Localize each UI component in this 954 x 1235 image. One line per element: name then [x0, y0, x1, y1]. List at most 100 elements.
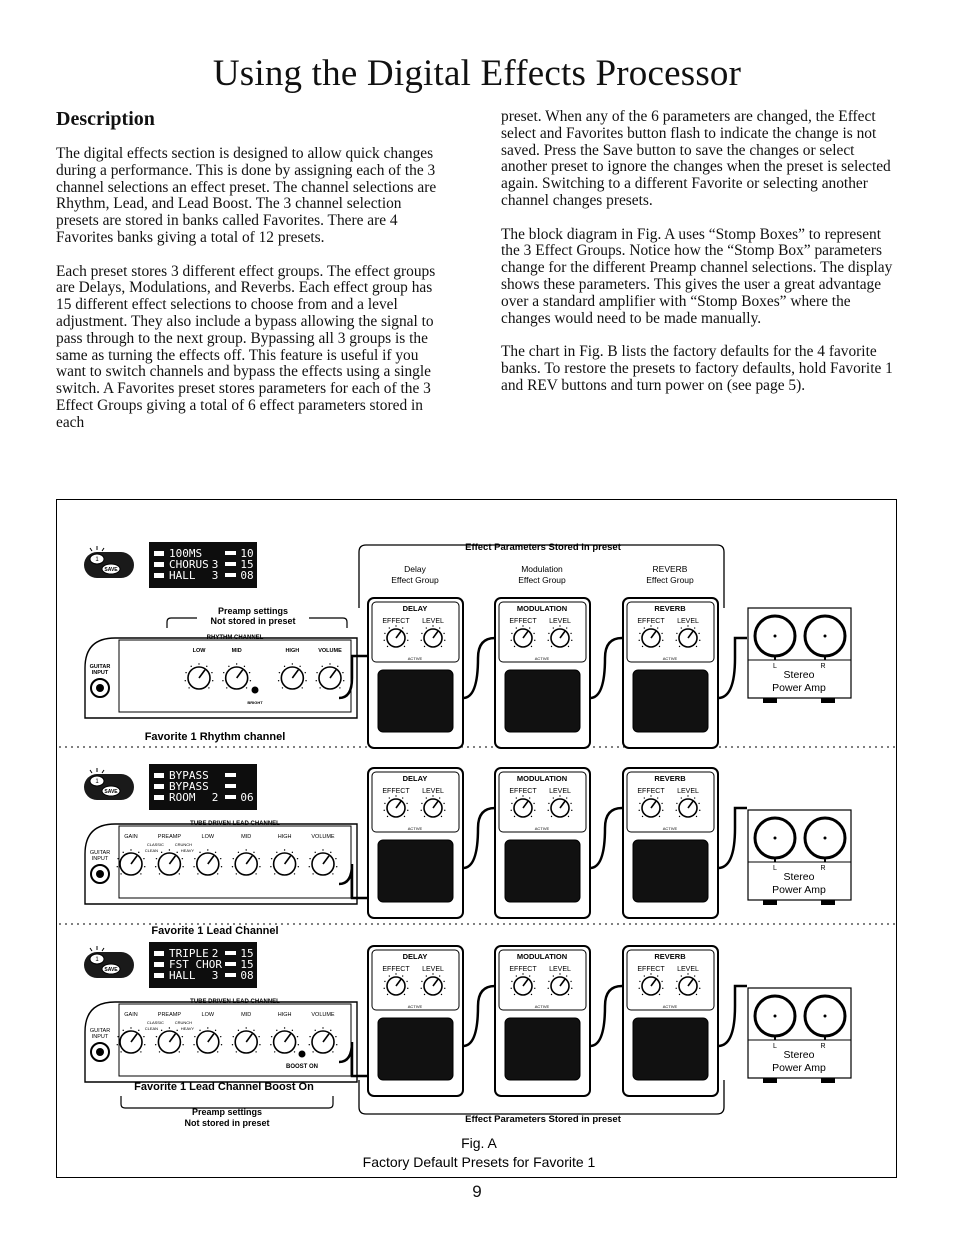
- knob-tick: [258, 1035, 260, 1038]
- knob-tick: [395, 795, 397, 797]
- knob-tick: [235, 663, 238, 665]
- preamp-body: [84, 1001, 358, 1083]
- pedal-title: DELAY: [403, 604, 428, 613]
- knob-tick: [406, 980, 408, 983]
- knob-tick: [231, 1044, 234, 1046]
- knob-tick: [680, 627, 683, 629]
- knob-tick: [291, 1029, 294, 1032]
- lcd-effect-number: 3: [212, 558, 219, 571]
- knob-pointer: [283, 1033, 292, 1043]
- row-label: Favorite 1 Lead Channel Boost On: [134, 1081, 314, 1093]
- knob-tick: [687, 795, 689, 797]
- knob-tick: [184, 680, 186, 682]
- knob-label: HIGH: [278, 1012, 292, 1018]
- knob-tick: [322, 1027, 324, 1029]
- knob-tick: [530, 645, 533, 648]
- active-label: ACTIVE: [535, 1004, 550, 1009]
- knob-tick: [383, 987, 385, 990]
- footswitch: [632, 839, 709, 903]
- knob-tick: [565, 975, 568, 977]
- save-button: [101, 963, 121, 975]
- knob-tick: [339, 687, 341, 689]
- lcd-effect-name: CHORUS: [169, 558, 209, 571]
- knob-tick: [571, 639, 573, 642]
- knob-tick: [245, 849, 247, 851]
- knob-tick: [144, 866, 146, 868]
- knob-pointer: [245, 855, 253, 865]
- knob-tick: [547, 809, 549, 812]
- amp-foot: [821, 1078, 835, 1083]
- knob-tick: [559, 795, 561, 797]
- knob-tick: [335, 857, 337, 860]
- knob-pointer: [687, 800, 694, 809]
- pedal-title: REVERB: [654, 952, 686, 961]
- knob-tick: [255, 873, 257, 875]
- knob-tick: [552, 975, 555, 977]
- footswitch: [632, 669, 709, 733]
- knob-tick: [510, 809, 512, 812]
- knob-pointer: [291, 669, 300, 679]
- knob-label: EFFECT: [509, 966, 537, 973]
- group-label: Effect Group: [391, 575, 439, 585]
- knob-label: VOLUME: [311, 1012, 335, 1018]
- knob-tick: [658, 645, 661, 648]
- bottom-bracket: [358, 1080, 725, 1115]
- knob-pointer: [432, 630, 439, 639]
- lcd-level-bar: [225, 562, 236, 566]
- footswitch: [377, 669, 454, 733]
- figure-caption: Fig. A: [461, 1135, 497, 1151]
- amp-right-label: R: [820, 1043, 825, 1050]
- paragraph: Each preset stores 3 different effect gr…: [56, 262, 436, 431]
- knob-tick: [641, 993, 644, 996]
- knob-pointer: [650, 978, 657, 987]
- knob-tick: [638, 987, 640, 990]
- knob-tick: [158, 1051, 161, 1053]
- knob-tick: [680, 975, 683, 977]
- amp-foot: [763, 1078, 777, 1083]
- save-label: SAVE: [104, 567, 118, 573]
- knob-tick: [116, 1044, 118, 1046]
- knob-label: MID: [232, 648, 242, 654]
- knob-tick: [650, 795, 652, 797]
- knob-tick: [420, 987, 422, 990]
- knob-tick: [559, 625, 561, 627]
- knob-tick: [443, 980, 445, 983]
- knob-tick: [511, 632, 513, 635]
- knob-tick: [528, 975, 531, 977]
- lcd-indicator: [154, 573, 164, 578]
- knob-tick: [194, 1035, 196, 1038]
- knob-tick: [207, 1027, 209, 1029]
- knob-tick: [641, 815, 644, 818]
- footswitch: [504, 839, 581, 903]
- knob-tick: [253, 851, 255, 854]
- knob-tick: [513, 993, 516, 996]
- knob-pointer: [432, 978, 439, 987]
- knob-tick: [245, 687, 248, 689]
- knob-tick: [567, 993, 570, 996]
- knob-tick: [571, 809, 573, 812]
- knob-tick: [193, 866, 195, 868]
- knob-tick: [388, 627, 391, 629]
- knob-tick: [440, 815, 443, 818]
- pedal-top: [626, 949, 715, 1011]
- knob-pointer: [432, 800, 439, 809]
- knob-pointer: [650, 630, 657, 639]
- knob-tick: [226, 687, 228, 689]
- preamp-bracket: [309, 617, 348, 628]
- lcd-level-bar: [225, 951, 236, 955]
- pedal-title: DELAY: [403, 774, 428, 783]
- knob-pointer: [650, 800, 657, 809]
- knob-tick: [130, 849, 132, 851]
- knob-label: LEVEL: [422, 788, 444, 795]
- knob-tick: [401, 627, 404, 629]
- knob-tick: [383, 809, 385, 812]
- knob-tick: [534, 809, 536, 812]
- knob-tick: [309, 857, 311, 860]
- knob-tick: [154, 866, 157, 868]
- active-label: ACTIVE: [663, 826, 678, 831]
- knob-label: PREAMP: [158, 1012, 182, 1018]
- input-label: GUITAR: [90, 1028, 110, 1034]
- knob-tick: [528, 627, 531, 629]
